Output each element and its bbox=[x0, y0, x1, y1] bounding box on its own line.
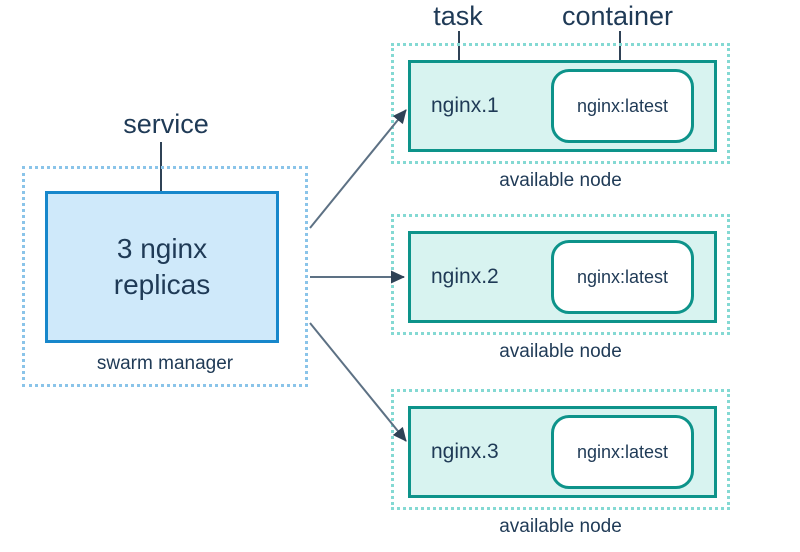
task-box-1: nginx.1 nginx:latest bbox=[408, 60, 717, 152]
available-node-2: nginx.2 nginx:latest available node bbox=[391, 214, 730, 363]
service-box: 3 nginx replicas bbox=[45, 191, 279, 343]
swarm-manager-box: 3 nginx replicas swarm manager bbox=[22, 166, 308, 387]
container-label: container bbox=[561, 1, 674, 31]
node-3-caption: available node bbox=[499, 516, 622, 537]
node-1-dotted-border: nginx.1 nginx:latest bbox=[391, 43, 730, 164]
container-pointer-line bbox=[619, 31, 621, 84]
task-name-3: nginx.3 bbox=[431, 440, 499, 463]
node-2-dotted-border: nginx.2 nginx:latest bbox=[391, 214, 730, 335]
available-node-1: nginx.1 nginx:latest available node bbox=[391, 43, 730, 192]
node-3-dotted-border: nginx.3 nginx:latest bbox=[391, 389, 730, 510]
container-image-2: nginx:latest bbox=[576, 266, 669, 287]
service-pointer-line bbox=[160, 142, 162, 228]
container-image-1: nginx:latest bbox=[576, 95, 669, 116]
container-box-2: nginx:latest bbox=[551, 240, 694, 314]
swarm-manager-caption: swarm manager bbox=[96, 353, 234, 374]
node-2-caption: available node bbox=[499, 341, 622, 362]
container-image-3: nginx:latest bbox=[576, 441, 669, 462]
service-box-text: 3 nginx replicas bbox=[113, 233, 211, 300]
task-pointer-line bbox=[458, 31, 460, 82]
task-box-3: nginx.3 nginx:latest bbox=[408, 406, 717, 498]
task-label: task bbox=[433, 1, 483, 31]
task-name-2: nginx.2 bbox=[431, 265, 499, 288]
service-label: service bbox=[123, 109, 209, 139]
task-name-1: nginx.1 bbox=[431, 94, 499, 117]
task-box-2: nginx.2 nginx:latest bbox=[408, 231, 717, 323]
container-box-1: nginx:latest bbox=[551, 69, 694, 143]
container-box-3: nginx:latest bbox=[551, 415, 694, 489]
node-1-caption: available node bbox=[499, 170, 622, 191]
available-node-3: nginx.3 nginx:latest available node bbox=[391, 389, 730, 538]
